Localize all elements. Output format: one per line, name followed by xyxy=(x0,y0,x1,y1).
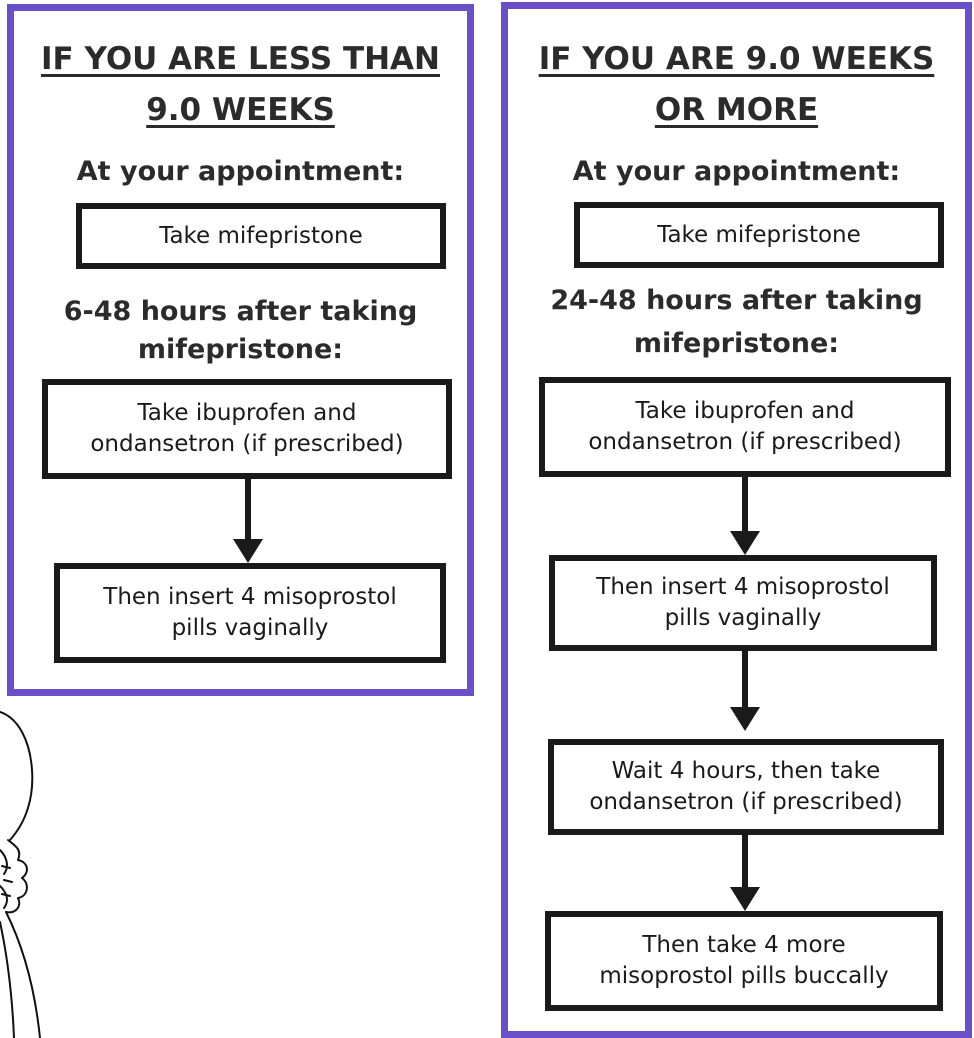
timing-label-line1: 24-48 hours after taking xyxy=(550,285,923,316)
step-take-mifepristone: Take mifepristone xyxy=(76,203,446,269)
step-insert-misoprostol-vaginally: Then insert 4 misoprostol pills vaginall… xyxy=(549,555,937,651)
panel-less-than-9-weeks: IF YOU ARE LESS THAN 9.0 WEEKS At your a… xyxy=(7,4,474,696)
panel-title-line1: IF YOU ARE LESS THAN xyxy=(40,41,440,77)
arrow-down xyxy=(233,479,263,563)
step-take-mifepristone: Take mifepristone xyxy=(574,202,944,268)
at-appointment-label: At your appointment: xyxy=(572,156,901,187)
step-wait-then-ondansetron: Wait 4 hours, then take ondansetron (if … xyxy=(548,739,944,835)
step-take-ibuprofen: Take ibuprofen and ondansetron (if presc… xyxy=(539,377,951,477)
arrow-down xyxy=(730,477,760,555)
at-appointment-label: At your appointment: xyxy=(76,156,405,187)
timing-label-line2: mifepristone: xyxy=(633,328,840,359)
panel-9-weeks-or-more: IF YOU ARE 9.0 WEEKS OR MORE At your app… xyxy=(501,2,972,1038)
step-take-ibuprofen: Take ibuprofen and ondansetron (if presc… xyxy=(42,379,452,479)
arrow-down xyxy=(730,651,760,731)
panel-title-line1: IF YOU ARE 9.0 WEEKS xyxy=(538,41,935,77)
panel-title-line2: 9.0 WEEKS xyxy=(146,92,335,128)
step-insert-misoprostol-vaginally: Then insert 4 misoprostol pills vaginall… xyxy=(54,563,446,663)
timing-label-line2: mifepristone: xyxy=(137,334,344,365)
panel-title-line2: OR MORE xyxy=(654,92,819,128)
step-take-misoprostol-buccally: Then take 4 more misoprostol pills bucca… xyxy=(545,911,943,1011)
timing-label-line1: 6-48 hours after taking xyxy=(63,296,418,327)
person-illustration xyxy=(0,711,41,1038)
arrow-down xyxy=(730,835,760,911)
